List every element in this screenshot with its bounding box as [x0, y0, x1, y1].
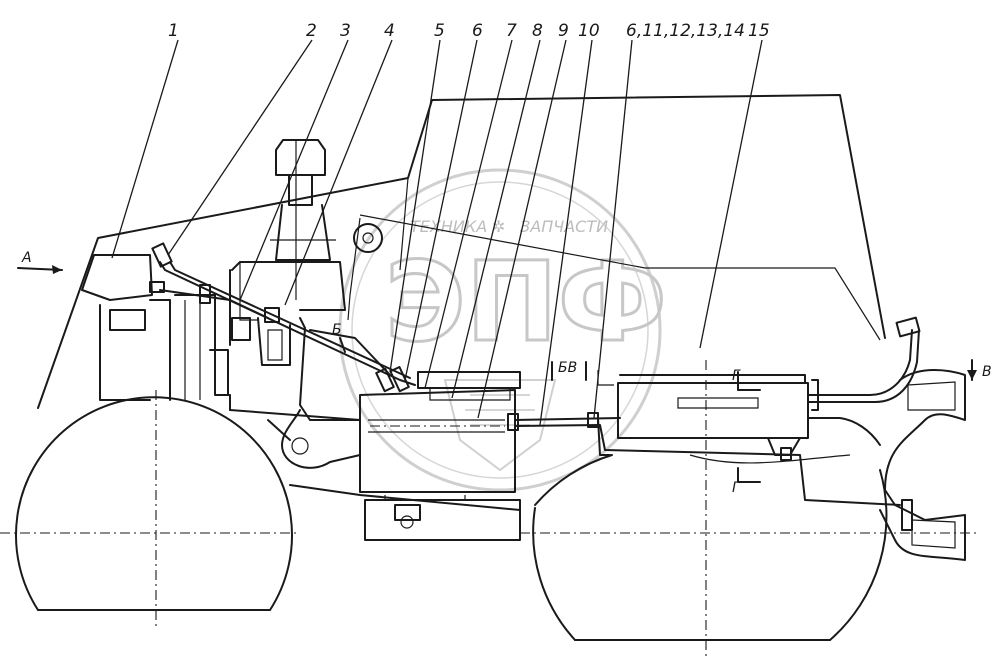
- view-g-top-label: Г: [732, 368, 741, 384]
- rear-wheel: [520, 360, 980, 660]
- view-b-label: Б: [332, 322, 342, 338]
- front-wheel: [0, 390, 300, 630]
- view-g-bottom-label: Г: [732, 480, 741, 496]
- rear-frame-section: [879, 369, 966, 561]
- engine-block: [229, 261, 346, 366]
- section-markers: А Б БВ Г Г В: [17, 250, 992, 496]
- cab-outline: [37, 94, 886, 409]
- air-intake-stack: [270, 139, 336, 300]
- callout-leaders: [111, 39, 763, 426]
- callout-7: 7: [506, 21, 517, 41]
- hydraulic-tank: [597, 370, 819, 456]
- callout-6: 6: [472, 21, 483, 41]
- watermark-right-text: ЗАПЧАСТИ: [520, 217, 608, 236]
- watermark-left-text: ТЕХНИКА: [410, 217, 487, 236]
- fittings: [149, 242, 921, 461]
- watermark: ТЕХНИКА ✲ ЗАПЧАСТИ ЭПФ: [338, 168, 668, 492]
- callout-6-11-12-13-14: 6,11,12,13,14: [626, 21, 745, 41]
- callout-1: 1: [168, 21, 179, 41]
- watermark-logo: ЭПФ: [385, 238, 667, 366]
- radiator-block: [81, 254, 231, 411]
- fuel-tank: [359, 371, 521, 541]
- callout-10: 10: [578, 21, 600, 41]
- chassis-frame: [229, 409, 521, 511]
- callout-8: 8: [532, 21, 543, 41]
- callout-numbers: 1 2 3 4 5 6 7 8 9 10 6,11,12,13,14 15: [168, 21, 770, 41]
- view-bv-label: БВ: [558, 360, 577, 376]
- view-a-label: А: [21, 250, 32, 266]
- callout-5: 5: [434, 21, 445, 41]
- view-v-label: В: [982, 364, 992, 380]
- callout-15: 15: [748, 21, 770, 41]
- callout-2: 2: [306, 21, 317, 41]
- callout-4: 4: [384, 21, 395, 41]
- callout-9: 9: [558, 21, 569, 41]
- callout-3: 3: [340, 21, 351, 41]
